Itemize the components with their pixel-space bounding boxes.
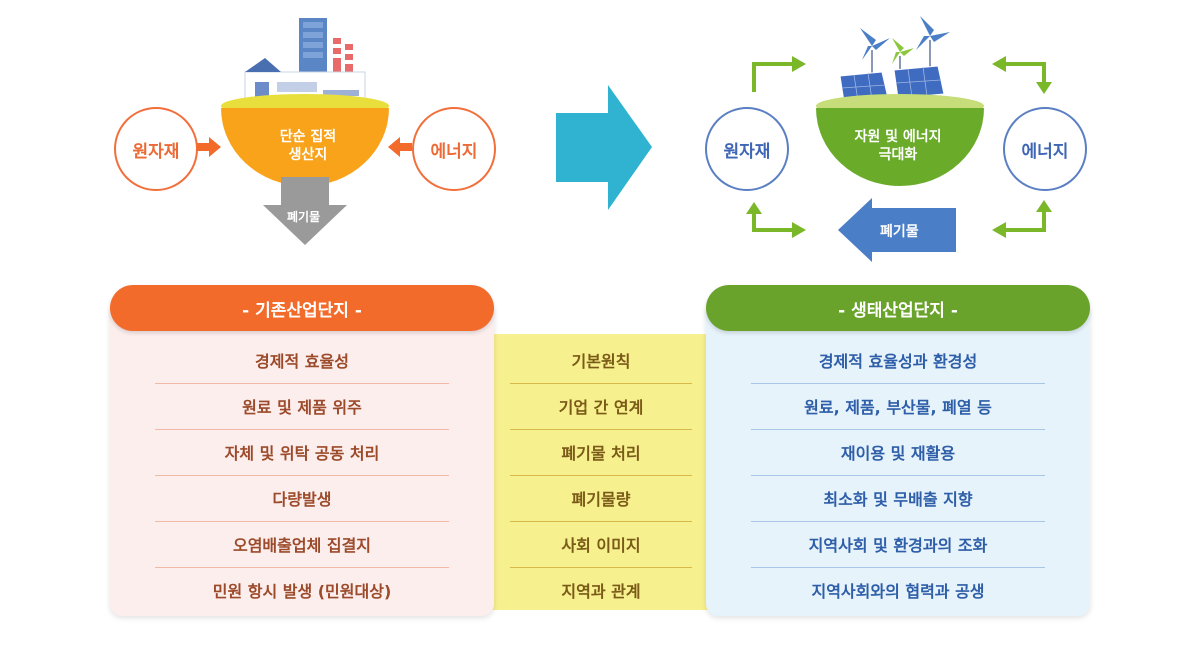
left-bowl-label-line1: 단순 집적 xyxy=(248,128,368,146)
right-panel-title: - 생태산업단지 - xyxy=(838,296,958,321)
right_panel-divider xyxy=(751,383,1045,384)
right-energy-circle: 에너지 xyxy=(1003,107,1087,191)
middle_panel-divider xyxy=(510,521,692,522)
right-waste-label: 폐기물 xyxy=(880,221,919,241)
middle_panel-divider xyxy=(510,567,692,568)
right-raw-material-label: 원자재 xyxy=(724,137,771,162)
cycle-arrow-top-right-icon xyxy=(990,56,1052,94)
right_panel-divider xyxy=(751,475,1045,476)
middle_panel-row: 폐기물량 xyxy=(490,486,712,510)
arrow-right-icon xyxy=(197,137,221,157)
left-raw-material-circle: 원자재 xyxy=(114,107,198,191)
middle_panel-row: 기본원칙 xyxy=(490,348,712,372)
right_panel-divider xyxy=(751,567,1045,568)
cycle-arrow-top-left-icon xyxy=(746,56,808,94)
left-raw-material-label: 원자재 xyxy=(133,137,180,162)
left_panel-row: 다량발생 xyxy=(110,486,494,510)
right-raw-material-circle: 원자재 xyxy=(705,107,789,191)
right-bowl-label-line2: 극대화 xyxy=(828,146,968,164)
right_panel-divider xyxy=(751,429,1045,430)
left-waste-label: 폐기물 xyxy=(287,208,320,225)
left_panel-divider xyxy=(155,475,449,476)
left_panel-row: 민원 항시 발생 (민원대상) xyxy=(110,578,494,602)
left-bowl-label: 단순 집적 생산지 xyxy=(248,128,368,164)
big-transition-arrow-icon xyxy=(556,85,652,210)
cycle-arrow-bottom-left-icon xyxy=(746,200,808,238)
left-energy-circle: 에너지 xyxy=(412,107,496,191)
right_panel-row: 경제적 효율성과 환경성 xyxy=(706,348,1090,372)
left_panel-divider xyxy=(155,429,449,430)
left_panel-row: 원료 및 제품 위주 xyxy=(110,394,494,418)
middle_panel-row: 폐기물 처리 xyxy=(490,440,712,464)
right_panel-row: 지역사회 및 환경과의 조화 xyxy=(706,532,1090,556)
right_panel-divider xyxy=(751,521,1045,522)
right_panel-row: 재이용 및 재활용 xyxy=(706,440,1090,464)
right-bowl-label-line1: 자원 및 에너지 xyxy=(828,128,968,146)
left-panel-title: - 기존산업단지 - xyxy=(242,296,362,321)
left_panel-divider xyxy=(155,521,449,522)
left_panel-divider xyxy=(155,567,449,568)
left_panel-divider xyxy=(155,383,449,384)
right_panel-row: 지역사회와의 협력과 공생 xyxy=(706,578,1090,602)
left-bowl-label-line2: 생산지 xyxy=(248,146,368,164)
middle_panel-row: 지역과 관계 xyxy=(490,578,712,602)
right-bowl-label: 자원 및 에너지 극대화 xyxy=(828,128,968,164)
left-panel-header: - 기존산업단지 - xyxy=(110,285,494,331)
arrow-left-icon xyxy=(388,137,412,157)
right_panel-row: 최소화 및 무배출 지향 xyxy=(706,486,1090,510)
middle_panel-divider xyxy=(510,383,692,384)
middle_panel-row: 사회 이미지 xyxy=(490,532,712,556)
right_panel-row: 원료, 제품, 부산물, 폐열 등 xyxy=(706,394,1090,418)
left-energy-label: 에너지 xyxy=(431,137,478,162)
middle_panel-divider xyxy=(510,429,692,430)
left_panel-row: 오염배출업체 집결지 xyxy=(110,532,494,556)
cycle-arrow-bottom-right-icon xyxy=(990,200,1052,238)
right-energy-label: 에너지 xyxy=(1022,137,1069,162)
left_panel-row: 경제적 효율성 xyxy=(110,348,494,372)
left_panel-row: 자체 및 위탁 공동 처리 xyxy=(110,440,494,464)
right-panel-header: - 생태산업단지 - xyxy=(706,285,1090,331)
middle_panel-row: 기업 간 연계 xyxy=(490,394,712,418)
middle_panel-divider xyxy=(510,475,692,476)
